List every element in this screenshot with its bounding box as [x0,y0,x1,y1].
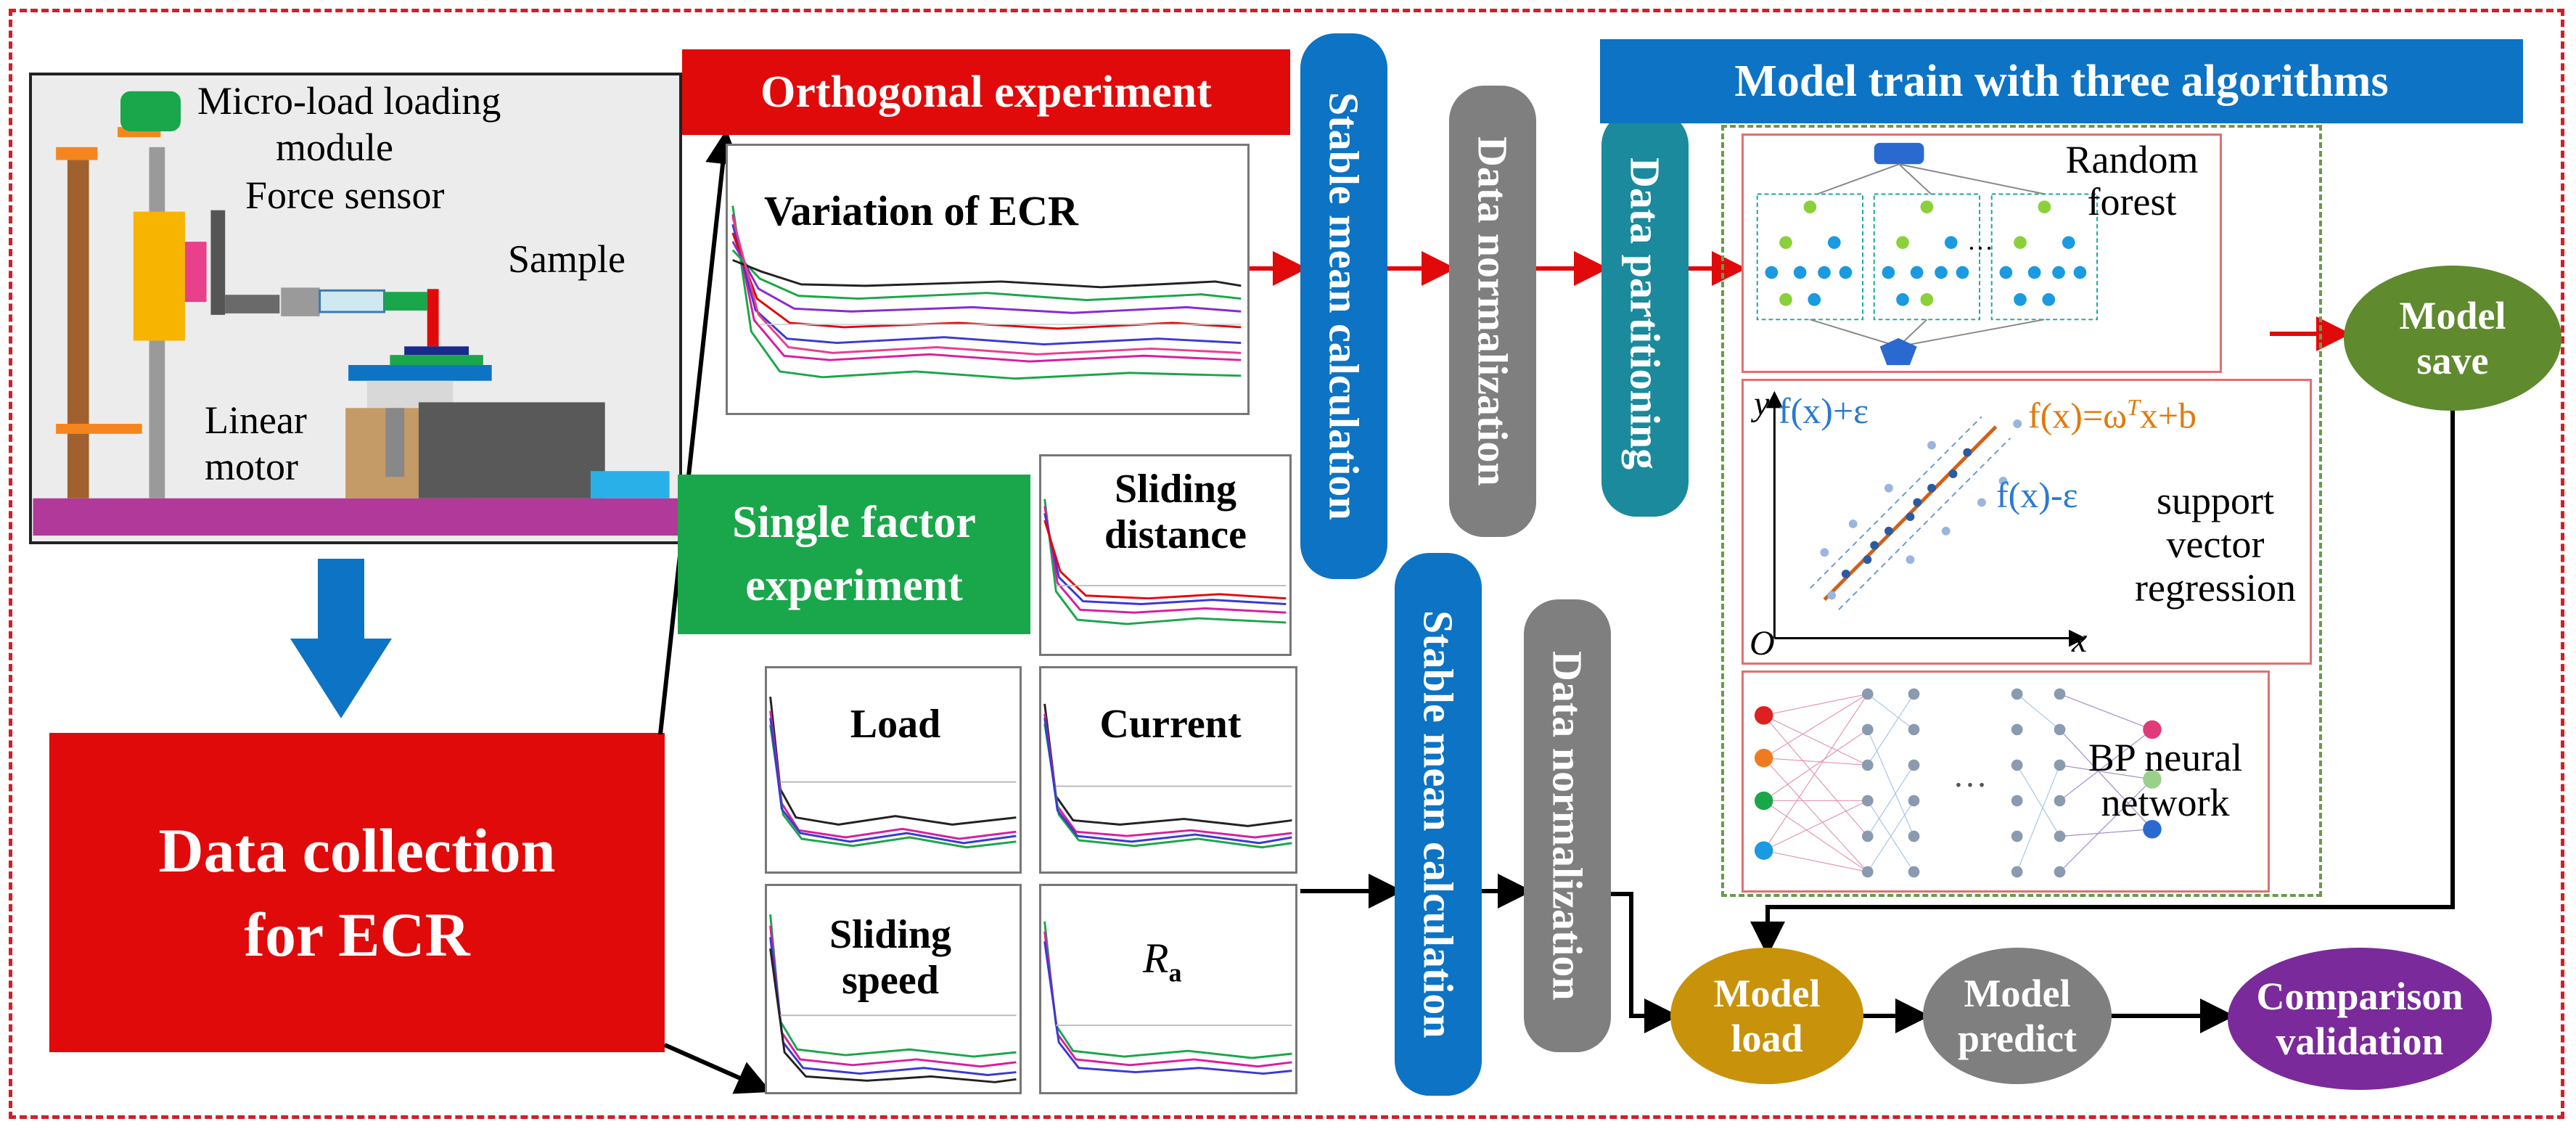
model-save-node: Model save [2344,266,2561,411]
random-forest-panel: … Random forest [1742,134,2222,373]
svr-axis-y: y [1754,385,1770,423]
model-load-node: Model load [1670,948,1863,1084]
ra-label: Ra [1143,934,1181,988]
load-curves [769,697,1017,849]
step-top-stable-mean-label: Stable mean calculation [1320,92,1368,520]
svr-axis-x: x [2072,621,2088,660]
comparison-validation-node: Comparison validation [2228,948,2492,1090]
random-forest-label-1: Random [2065,138,2199,181]
bp-network-diagram [1754,688,2162,878]
load-chart: Load [765,666,1022,874]
data-collection-line2: for ECR [244,900,470,969]
orthogonal-experiment-title: Orthogonal experiment [682,49,1290,135]
svr-eq-main-tail: x+b [2139,395,2197,436]
svr-eq-main-sup: T [2127,394,2140,420]
random-forest-diagram [1756,142,2099,366]
svr-eq-main-body: f(x)=ω [2028,395,2128,436]
single-factor-line2: experiment [745,561,963,610]
apparatus-illustration [29,73,682,544]
random-forest-ellipsis: … [1967,226,1993,255]
label-micro-load-module-2: module [276,126,393,169]
comparison-line2: validation [2276,1020,2444,1063]
apparatus-drawing [33,91,678,536]
random-forest-label-2: forest [2087,180,2177,223]
model-save-line2: save [2416,339,2489,382]
ra-label-sub: a [1168,958,1182,988]
step-bottom-stable-mean: Stable mean calculation [1395,553,1482,1096]
svr-diagram [1765,390,2086,647]
model-load-line2: load [1731,1017,1803,1060]
model-save-line1: Model [2399,293,2506,337]
step-top-normalization-label: Data normalization [1469,136,1517,486]
ra-curves [1043,921,1292,1075]
sliding-distance-chart: Sliding distance [1039,454,1292,656]
outer-dashed-frame [9,9,2564,1119]
sliding-distance-label: Sliding distance [1104,467,1247,557]
svr-eq-lower: f(x)-ε [1996,475,2078,515]
down-arrow-icon [290,559,392,718]
data-collection-box: Data collection for ECR [49,733,665,1052]
sliding-speed-chart: Sliding speed [765,884,1022,1094]
svr-label-1: support [2157,479,2274,522]
sliding-distance-curves [1043,499,1287,626]
svr-panel: y x O f(x)+ε f(x)=ωTx+b f(x)-ε support v… [1742,379,2312,665]
model-predict-line1: Model [1964,971,2071,1015]
svr-eq-main: f(x)=ωTx+b [2028,394,2196,437]
load-label: Load [850,702,941,747]
step-bottom-normalization-label: Data normalization [1543,651,1591,1001]
label-sample: Sample [508,237,625,281]
single-factor-line1: Single factor [732,498,976,548]
orthogonal-ecr-chart: Variation of ECR [726,144,1250,415]
label-linear: Linear [205,398,307,442]
ra-label-main: R [1143,935,1169,982]
svr-label-2: vector [2166,522,2265,566]
svr-eq-upper: f(x)+ε [1779,390,1869,431]
step-bottom-stable-mean-label: Stable mean calculation [1414,610,1462,1038]
sliding-speed-curves [769,914,1017,1083]
step-top-normalization: Data normalization [1449,86,1536,537]
bp-neural-network-panel: … BP neural network [1742,670,2270,893]
svr-origin: O [1750,624,1775,663]
data-collection-line1: Data collection [158,815,556,885]
label-force-sensor: Force sensor [245,173,445,217]
orthogonal-chart-title: Variation of ECR [764,187,1078,234]
bp-label-1: BP neural [2088,736,2243,779]
single-factor-title: Single factor experiment [678,475,1030,634]
current-curves [1043,703,1292,849]
comparison-line1: Comparison [2256,974,2464,1018]
model-train-title: Model train with three algorithms [1600,39,2523,123]
bp-label-2: network [2101,781,2230,824]
svr-label-3: regression [2135,566,2296,610]
current-chart: Current [1039,666,1297,874]
model-load-line1: Model [1713,971,1821,1015]
step-top-stable-mean: Stable mean calculation [1300,33,1387,579]
label-micro-load-module: Micro-load loading [197,79,501,123]
model-predict-line2: predict [1958,1017,2077,1060]
ra-chart: Ra [1039,884,1297,1094]
model-predict-node: Model predict [1923,948,2112,1084]
step-top-partitioning: Data partitioning [1601,110,1689,517]
step-bottom-normalization: Data normalization [1524,599,1611,1052]
bp-ellipsis: … [1953,756,1988,795]
sliding-speed-label: Sliding speed [829,912,952,1003]
algorithms-dashed-frame [1721,125,2322,897]
current-label: Current [1099,702,1242,747]
step-top-partitioning-label: Data partitioning [1621,157,1669,470]
orthogonal-ecr-curves [731,205,1242,380]
label-motor: motor [205,445,298,488]
